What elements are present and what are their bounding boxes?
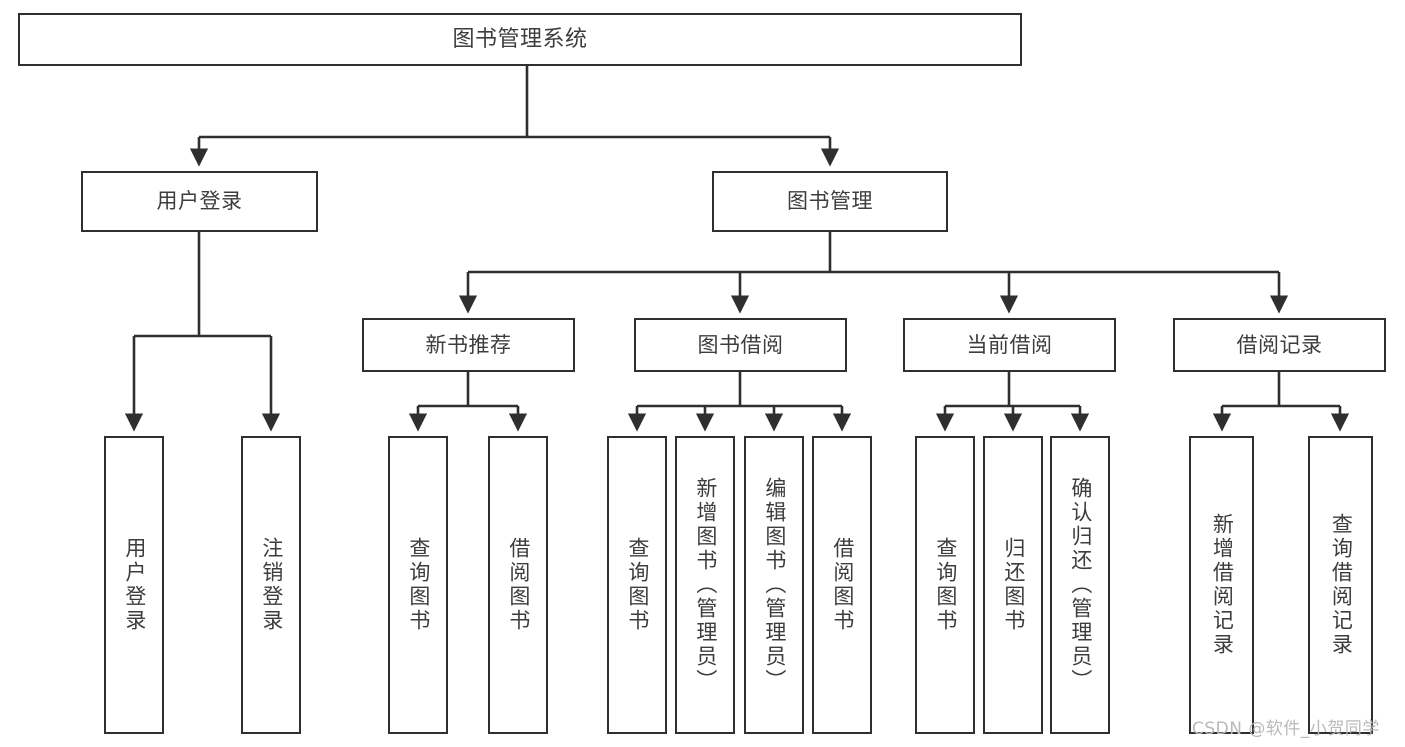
node-new-book-recommend[interactable]: 新书推荐 [362, 318, 575, 372]
node-label: 归还图书 [1001, 537, 1026, 633]
leaf-add-book-admin[interactable]: 新增图书（管理员） [675, 436, 735, 734]
leaf-add-borrow-record[interactable]: 新增借阅记录 [1189, 436, 1254, 734]
leaf-borrow-book-recommend[interactable]: 借阅图书 [488, 436, 548, 734]
node-user-login[interactable]: 用户登录 [81, 171, 318, 232]
node-label: 借阅记录 [1236, 332, 1323, 357]
node-label: 查询图书 [406, 537, 431, 633]
node-book-borrow[interactable]: 图书借阅 [634, 318, 847, 372]
node-book-management[interactable]: 图书管理 [712, 171, 948, 232]
node-current-borrow[interactable]: 当前借阅 [903, 318, 1116, 372]
node-label: 图书管理 [787, 189, 873, 214]
node-label: 图书借阅 [697, 332, 784, 357]
node-label: 查询借阅记录 [1329, 513, 1354, 657]
node-label: 借阅图书 [506, 537, 531, 633]
csdn-watermark: CSDN @软件_小贺同学 [1192, 719, 1380, 739]
leaf-query-book-current[interactable]: 查询图书 [915, 436, 975, 734]
node-label: 新增借阅记录 [1210, 513, 1235, 657]
node-label: 借阅图书 [830, 537, 855, 633]
node-label: 当前借阅 [966, 332, 1053, 357]
leaf-query-borrow-record[interactable]: 查询借阅记录 [1308, 436, 1373, 734]
node-label: 查询图书 [933, 537, 958, 633]
node-label: 新书推荐 [425, 332, 512, 357]
node-label: 注销登录 [259, 537, 284, 633]
leaf-return-book[interactable]: 归还图书 [983, 436, 1043, 734]
node-label: 确认归还（管理员） [1068, 477, 1093, 693]
node-borrow-records[interactable]: 借阅记录 [1173, 318, 1386, 372]
node-label: 用户登录 [156, 189, 243, 214]
node-label: 查询图书 [625, 537, 650, 633]
node-label: 编辑图书（管理员） [762, 477, 787, 693]
leaf-user-login[interactable]: 用户登录 [104, 436, 164, 734]
leaf-query-book-recommend[interactable]: 查询图书 [388, 436, 448, 734]
leaf-logout[interactable]: 注销登录 [241, 436, 301, 734]
node-label: 新增图书（管理员） [693, 477, 718, 693]
node-label: 用户登录 [122, 537, 147, 633]
leaf-borrow-book[interactable]: 借阅图书 [812, 436, 872, 734]
leaf-edit-book-admin[interactable]: 编辑图书（管理员） [744, 436, 804, 734]
node-label: 图书管理系统 [452, 26, 588, 52]
leaf-query-book-borrow[interactable]: 查询图书 [607, 436, 667, 734]
node-root-book-management-system[interactable]: 图书管理系统 [18, 13, 1022, 66]
leaf-confirm-return-admin[interactable]: 确认归还（管理员） [1050, 436, 1110, 734]
